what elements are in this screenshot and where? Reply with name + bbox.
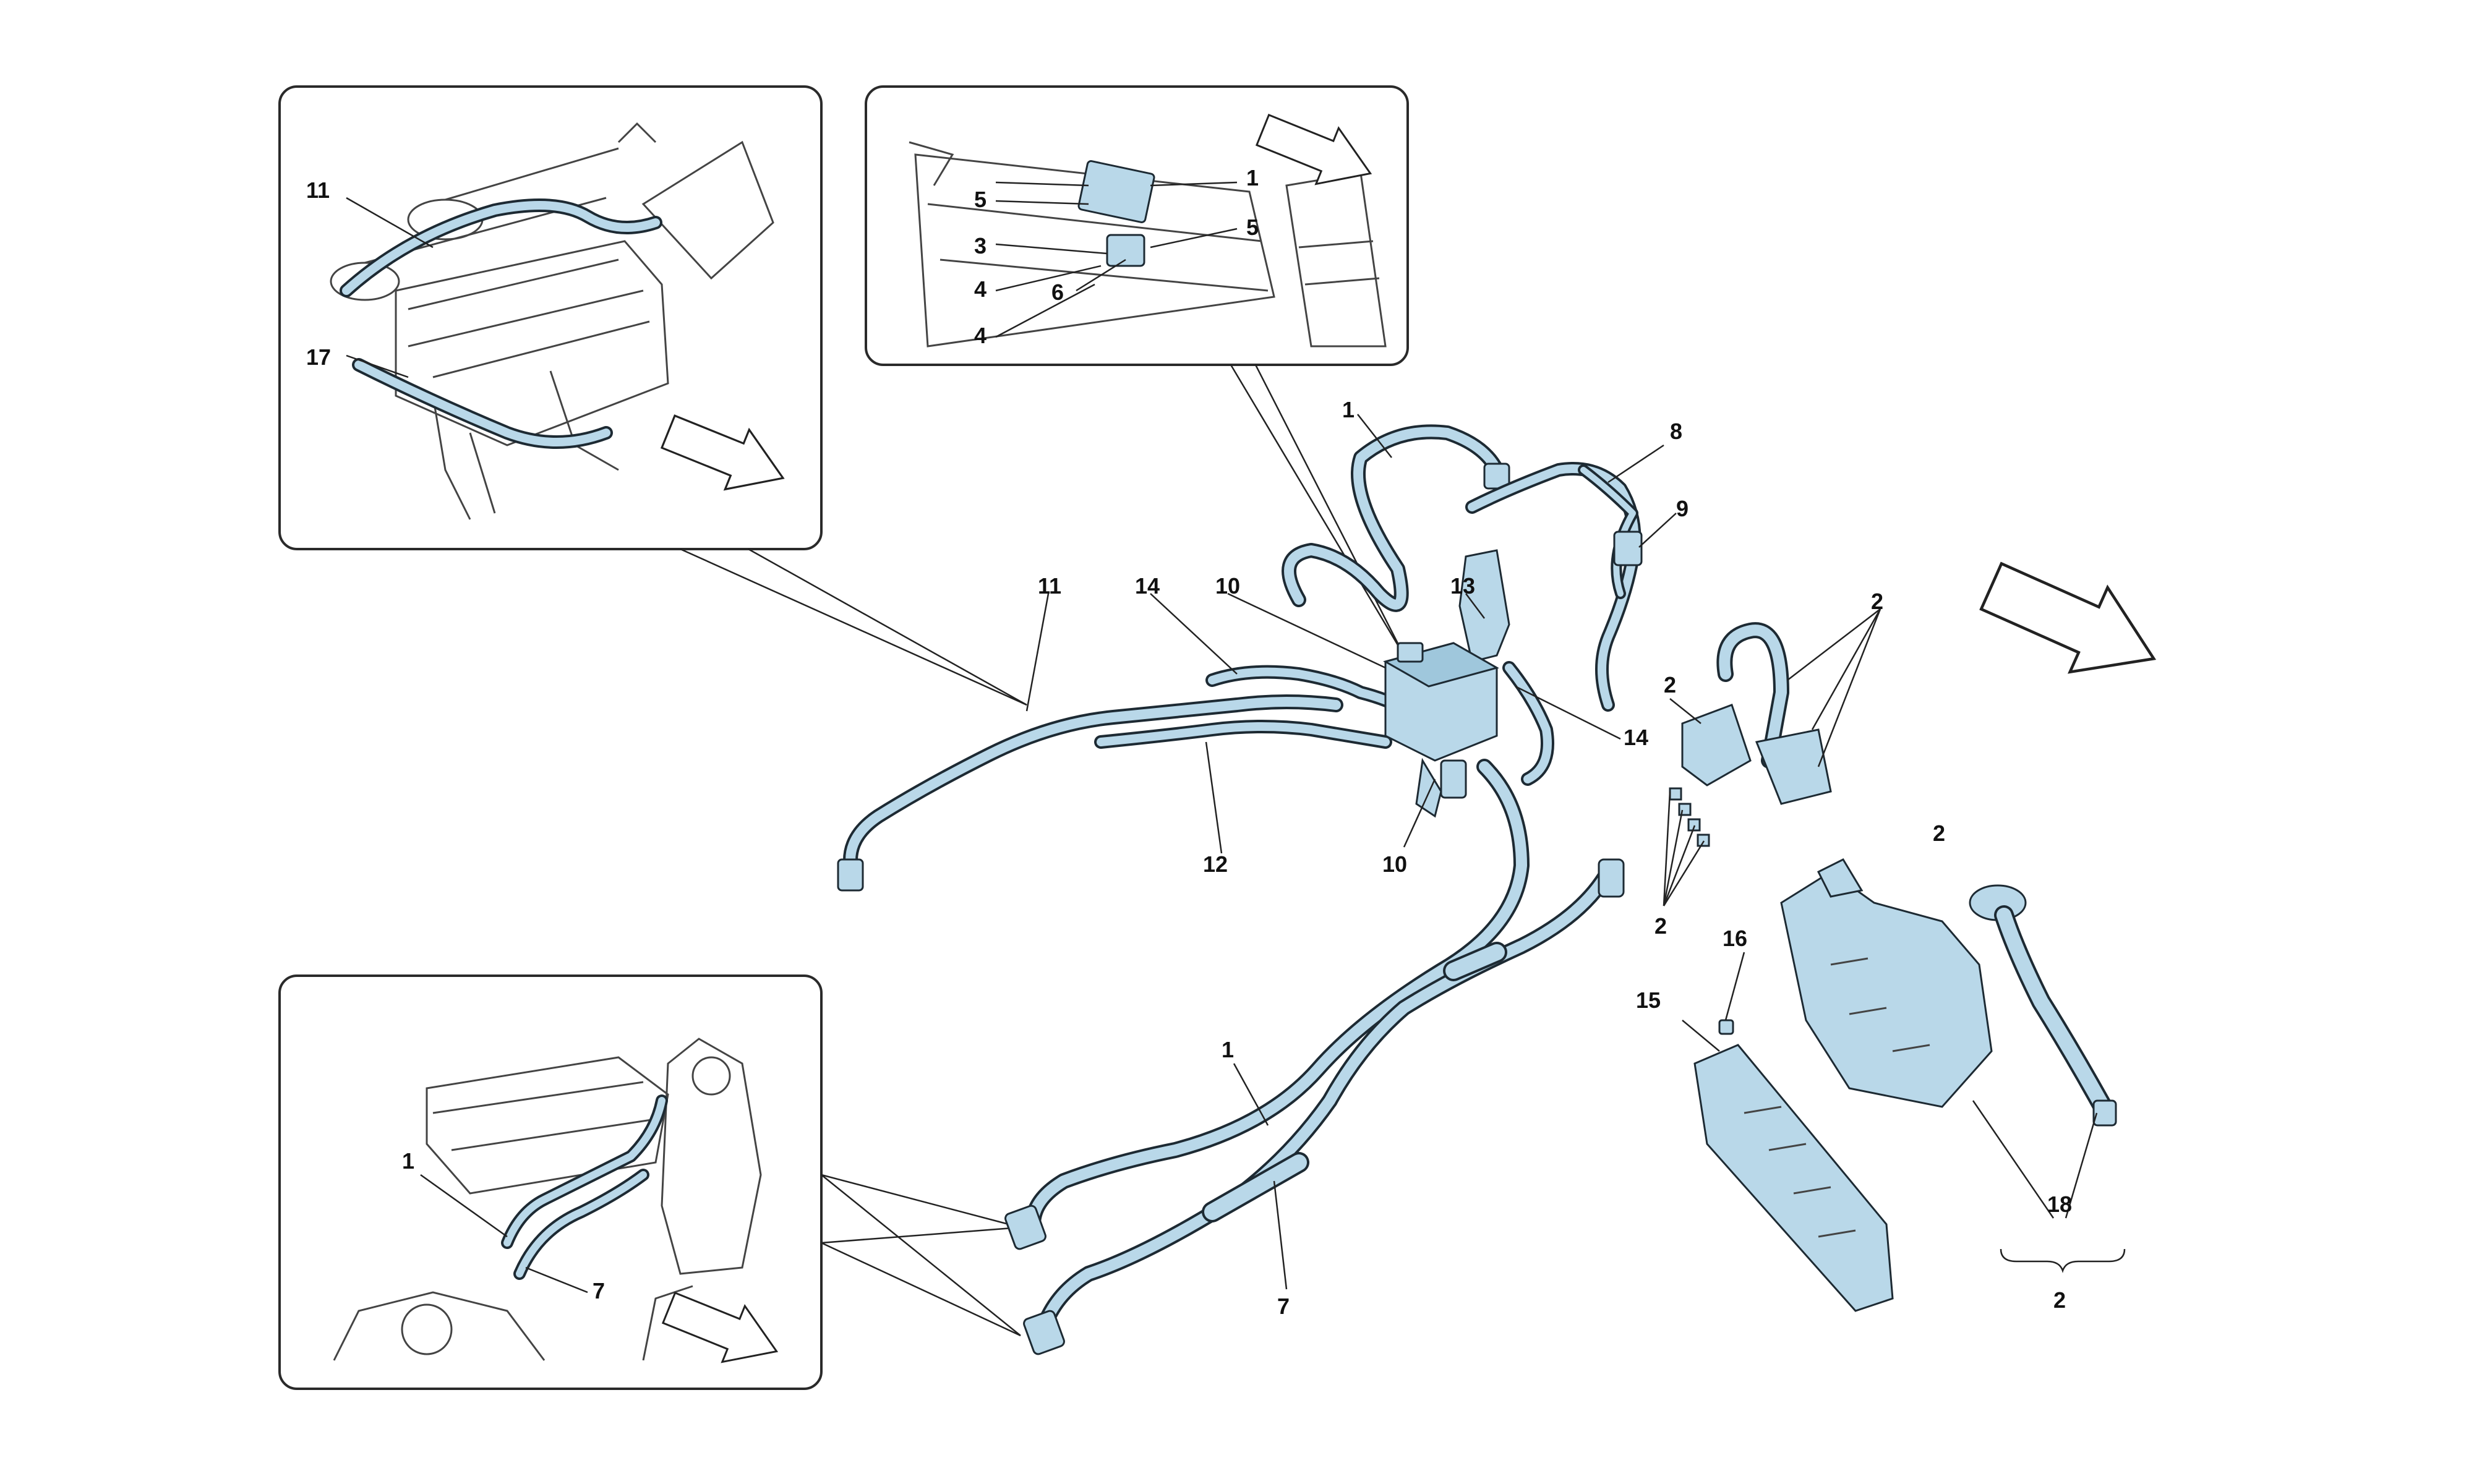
callout-13: 13	[1450, 573, 1475, 599]
clip-16[interactable]	[1718, 1019, 1734, 1035]
tank-sketch	[333, 1038, 762, 1361]
inset-canister	[1077, 160, 1155, 267]
inset-label-11: 11	[306, 177, 330, 203]
inset-label-4a: 4	[974, 276, 987, 302]
hose-14-upper[interactable]	[1205, 665, 1417, 718]
callout-2-filler: 2	[1933, 821, 1945, 846]
connector-9[interactable]	[1613, 531, 1643, 566]
callout-1-lower: 1	[1222, 1037, 1234, 1062]
filler-hose-18[interactable]	[1969, 884, 2117, 1127]
callout-16: 16	[1723, 926, 1747, 951]
callout-10-lower: 10	[1382, 851, 1407, 877]
valve-2a[interactable]	[1681, 704, 1752, 787]
hose-1-upper[interactable]	[1282, 424, 1510, 612]
inset-label-4b: 4	[974, 323, 987, 348]
callout-8: 8	[1670, 419, 1682, 444]
callout-18: 18	[2047, 1192, 2072, 1217]
bracket-15[interactable]	[1693, 1044, 1894, 1312]
inset-label-5b: 5	[1246, 215, 1259, 240]
hose-11[interactable]	[837, 694, 1343, 892]
protective-sleeves	[1202, 942, 1507, 1222]
bracket-13[interactable]	[1458, 549, 1510, 663]
hose-8[interactable]	[1465, 462, 1641, 712]
inset-label-6: 6	[1051, 279, 1064, 305]
inset-label-17: 17	[306, 344, 331, 370]
inset-label-1: 1	[402, 1148, 414, 1174]
hose-1-long[interactable]	[1004, 759, 1530, 1250]
inset-canister-mount: 1 5 5 3 4 6 4	[865, 85, 1409, 366]
tank-shield[interactable]	[1780, 858, 1993, 1108]
inset-label-1: 1	[1246, 165, 1259, 190]
callout-2-valves: 2	[1871, 589, 1883, 614]
callout-12: 12	[1203, 851, 1228, 877]
callout-11: 11	[1038, 573, 1061, 599]
callout-7: 7	[1277, 1294, 1290, 1319]
callout-2-group: 2	[2053, 1287, 2066, 1313]
inset-tank-view: 1 7	[278, 974, 823, 1390]
inset-label-7: 7	[593, 1278, 605, 1303]
callout-leaders	[1025, 414, 2126, 1290]
valve-2b-u-pipe[interactable]	[1716, 622, 1832, 805]
evaporative-canister[interactable]	[1383, 642, 1499, 818]
callout-2-valve: 2	[1664, 672, 1676, 697]
callout-10-upper: 10	[1215, 573, 1240, 599]
callout-1-upper: 1	[1342, 397, 1355, 422]
inset-label-5a: 5	[974, 187, 987, 212]
callout-9: 9	[1676, 496, 1689, 521]
callout-15: 15	[1636, 987, 1661, 1013]
callout-14-upper: 14	[1135, 573, 1160, 599]
hose-12[interactable]	[1094, 720, 1392, 749]
hose-14-right[interactable]	[1502, 661, 1554, 786]
direction-arrow-icon	[1972, 544, 2172, 701]
inset-label-3: 3	[974, 233, 987, 258]
hose-7-long[interactable]	[1022, 858, 1625, 1355]
inset-engine-view: 11 17	[278, 85, 823, 550]
callout-2-connectors: 2	[1654, 913, 1667, 939]
inset-connector-lines	[680, 364, 1405, 1337]
callout-14-right: 14	[1624, 725, 1648, 750]
engine-sketch	[330, 122, 774, 520]
